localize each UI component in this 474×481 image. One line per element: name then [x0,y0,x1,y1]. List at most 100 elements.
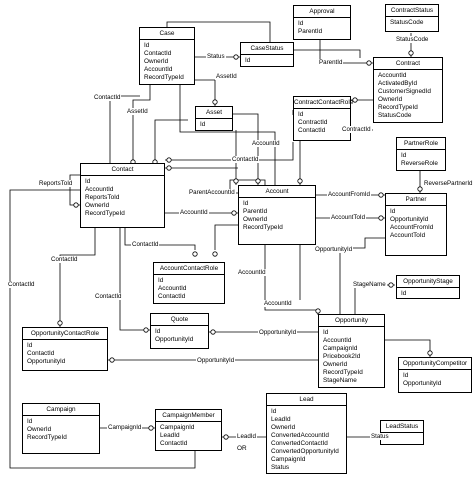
entity-field: ContactId [27,350,55,357]
rel-label-accountid-1: AccountId [251,140,281,147]
entity-title: Contact [81,164,164,176]
entity-field: OwnerId [27,426,52,433]
entity-field: ConvertedAccountId [271,432,329,439]
entity-title: AccountContactRole [154,263,224,275]
entity-field: ParentId [298,28,323,35]
entity-field: Id [245,57,251,64]
rel-label-campaignid: CampaignId [107,424,143,431]
entity-contact[interactable]: Contact Id AccountId ReportsToId OwnerId… [80,163,165,228]
entity-opportunitystage[interactable]: OpportunityStage Id [396,275,460,299]
entity-partner[interactable]: Partner Id OpportunityId AccountFromId A… [385,193,447,256]
entity-field: OwnerId [271,424,296,431]
entity-field: StageName [323,377,357,384]
entity-field: RecordTypeId [85,210,125,217]
entity-campaign[interactable]: Campaign Id OwnerId RecordTypeId [22,403,100,454]
rel-label-assetid: AssetId [215,73,238,80]
rel-label-leadid: LeadId [236,433,257,440]
entity-field: Id [158,277,164,284]
entity-field: OwnerId [323,361,348,368]
entity-casestatus[interactable]: CaseStatus Id [240,42,294,67]
entity-field: Id [27,418,33,425]
rel-label-reportstoid: ReportsToId [38,180,74,187]
entity-title: Opportunity [319,315,384,327]
entity-field: Status [271,464,290,471]
entity-opportunity[interactable]: Opportunity Id AccountId CampaignId Pric… [318,314,385,388]
entity-field: RecordTypeId [144,74,184,81]
entity-field: Id [85,178,91,185]
entity-field: OpportunityId [27,358,66,365]
rel-label-parentaccountid: ParentAccountId [188,189,236,196]
entity-field: Id [403,372,409,379]
entity-field: OwnerId [85,202,110,209]
entity-field: LeadId [271,416,291,423]
entity-lead[interactable]: Lead Id LeadId OwnerId ConvertedAccountI… [266,393,347,474]
entity-field: RecordTypeId [378,104,418,111]
rel-label-contactid-5: ContactId [94,293,123,300]
entity-field: Id [243,200,249,207]
entity-field: RecordTypeId [323,369,363,376]
entity-field: ContractId [298,119,328,126]
entity-campaignmember[interactable]: CampaignMember CampaignId LeadId Contact… [155,409,222,451]
rel-label-opportunityid-1: OpportunityId [314,246,354,253]
entity-opportunitycompetitor[interactable]: OpportunityCompetitor Id OpportunityId [398,357,472,393]
entity-title: CaseStatus [241,43,293,55]
entity-title: Partner [386,194,446,206]
entity-title: PartnerRole [397,138,445,150]
rel-label-statuscode: StatusCode [395,36,430,43]
entity-title: Lead [267,394,346,406]
entity-field: Pricebook2Id [323,353,361,360]
rel-label-stagename: StageName [352,281,387,288]
entity-field: ContactId [144,50,172,57]
entity-field: StatusCode [378,112,412,119]
entity-field: Id [200,121,206,128]
entity-field: CampaignId [271,456,306,463]
entity-account[interactable]: Account Id ParentId OwnerId RecordTypeId [238,185,316,245]
entity-field: Id [385,435,423,443]
entity-title: CampaignMember [156,410,221,422]
entity-field: Id [27,342,33,349]
entity-field: ConvertedContactId [271,440,328,447]
entity-contract[interactable]: Contract AccountId ActivatedById Custome… [373,57,443,123]
entity-opportunitycontactrole[interactable]: OpportunityContactRole Id ContactId Oppo… [22,327,108,371]
entity-field: AccountId [323,337,352,344]
rel-label-opportunityid-3: OpportunityId [196,357,236,364]
rel-label-reversepartnerid: ReversePartnerId [423,180,474,187]
entity-field: Id [390,208,396,215]
entity-field: AccountId [378,72,407,79]
entity-case[interactable]: Case Id ContactId OwnerId AccountId Reco… [139,27,195,85]
entity-asset[interactable]: Asset Id [195,106,233,131]
entity-quote[interactable]: Quote Id OpportunityId [150,313,209,349]
entity-field: AccountId [85,186,114,193]
entity-field: Id [155,328,161,335]
rel-label-contactid-6: ContactId [7,281,36,288]
rel-label-status-2: Status [370,433,390,440]
entity-field: AccountId [144,66,173,73]
entity-field: AccountFromId [390,224,434,231]
entity-title: Approval [294,6,350,18]
entity-partnerrole[interactable]: PartnerRole Id ReverseRole [396,137,446,171]
entity-field: Id [271,408,277,415]
entity-field: ContactId [160,440,188,447]
entity-contractstatus[interactable]: ContractStatus StatusCode [385,4,439,32]
entity-title: ContractStatus [386,5,438,17]
rel-label-accountid-2: AccountId [179,209,209,216]
entity-field: CustomerSignedId [378,88,431,95]
entity-title: Contract [374,58,442,70]
entity-contractcontactrole[interactable]: ContractContactRole Id ContractId Contac… [293,96,353,141]
entity-field: Id [298,111,304,118]
entity-field: CampaignId [160,424,195,431]
rel-label-contactid-1: ContactId [93,94,122,101]
entity-field: StatusCode [390,19,424,26]
entity-field: Id [298,20,304,27]
entity-field: ConvertedOpportunityId [271,448,339,455]
entity-title: Asset [196,107,232,119]
entity-accountcontactrole[interactable]: AccountContactRole Id AccountId ContactI… [153,262,225,304]
entity-title: Campaign [23,404,99,416]
entity-field: Id [144,42,150,49]
entity-field: ActivatedById [378,80,418,87]
entity-field: ContactId [298,127,326,134]
entity-field: OpportunityId [403,380,442,387]
entity-field: ParentId [243,208,268,215]
rel-label-contactid-4: ContactId [50,256,79,263]
